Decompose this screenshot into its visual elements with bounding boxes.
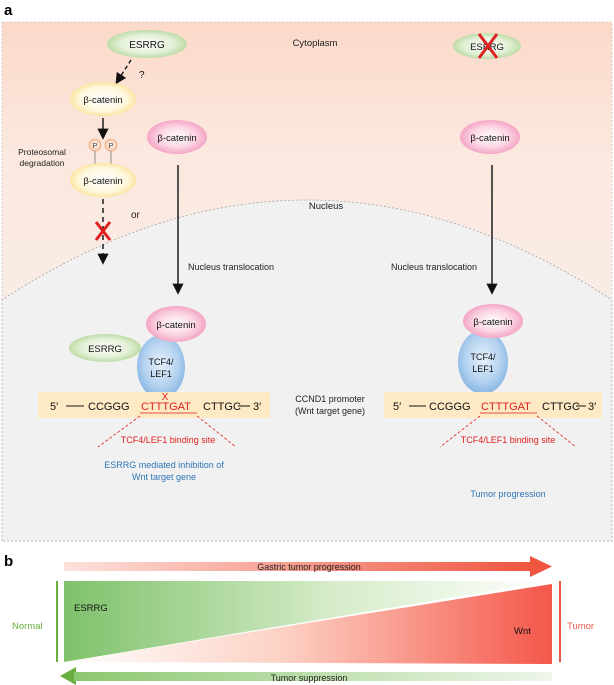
svg-text:TCF4/: TCF4/ <box>470 352 496 362</box>
bottom-arrow-label: Tumor suppression <box>271 673 348 683</box>
svg-text:TCF4/: TCF4/ <box>148 357 174 367</box>
block-x-icon <box>94 221 112 241</box>
sequence-right: 5′ CCGGG CTTTGAT CTTGC 3′ <box>393 401 596 414</box>
binding-site-guide-left-a <box>97 415 141 448</box>
svg-text:5′: 5′ <box>50 401 58 413</box>
esrrg-left-cyto: ESRRG <box>107 30 187 58</box>
svg-text:β-catenin: β-catenin <box>83 95 122 106</box>
outcome-left-2: Wnt target gene <box>132 472 196 482</box>
wnt-triangle <box>64 584 552 664</box>
svg-text:CTTGC: CTTGC <box>203 401 241 413</box>
binding-site-guide-left-b <box>196 415 237 448</box>
esrrg-to-beta-dashed-arrow <box>115 59 132 85</box>
binding-site-guide-right-b <box>536 415 577 448</box>
proteosomal-label-2: degradation <box>20 158 65 168</box>
outcome-left-1: ESRRG mediated inhibition of <box>104 460 224 470</box>
svg-text:LEF1: LEF1 <box>150 369 172 379</box>
translocation-label-left: Nucleus translocation <box>188 262 274 272</box>
beta-catenin-left-cyto: β-catenin <box>147 120 207 154</box>
tcf-lef1-left: TCF4/ LEF1 <box>137 335 185 399</box>
esrrg-left-label: ESRRG <box>129 40 165 51</box>
binding-blocked-x: X <box>162 392 169 403</box>
svg-text:5′: 5′ <box>393 401 401 413</box>
svg-text:CTTGC: CTTGC <box>542 401 580 413</box>
beta-catenin-degraded: β-catenin <box>70 163 136 197</box>
outcome-right: Tumor progression <box>470 489 545 499</box>
panel-b-label: b <box>4 553 13 570</box>
binding-site-label-right: TCF4/LEF1 binding site <box>461 435 556 445</box>
tumor-label: Tumor <box>567 621 594 632</box>
svg-text:β-catenin: β-catenin <box>470 133 509 144</box>
esrrg-triangle <box>64 581 552 662</box>
esrrg-left-nucleus: ESRRG <box>69 334 141 362</box>
or-label: or <box>131 210 141 221</box>
binding-site-label-left: TCF4/LEF1 binding site <box>121 435 216 445</box>
top-progression-arrow <box>64 556 552 577</box>
esrrg-right-cyto: ESRRG <box>453 33 521 59</box>
phospho-groups: P P <box>88 138 118 164</box>
translocation-label-right: Nucleus translocation <box>391 262 477 272</box>
svg-text:LEF1: LEF1 <box>472 364 494 374</box>
sequence-box-right <box>384 392 602 418</box>
panel-a-label: a <box>4 2 13 19</box>
phospho-p1: P <box>93 143 98 150</box>
promoter-label-1: CCND1 promoter <box>295 394 365 404</box>
beta-catenin-left-nucleus: β-catenin <box>146 306 206 342</box>
beta-catenin-right-nucleus: β-catenin <box>463 304 523 338</box>
svg-text:3′: 3′ <box>588 401 596 413</box>
nucleus-label: Nucleus <box>309 201 344 212</box>
bottom-suppression-arrow <box>60 667 552 685</box>
svg-text:3′: 3′ <box>253 401 261 413</box>
top-arrow-label: Gastric tumor progression <box>257 562 361 572</box>
svg-text:CCGGG: CCGGG <box>88 401 130 413</box>
sequence-left: 5′ CCGGG CTTTGAT CTTGC 3′ <box>50 401 261 414</box>
svg-text:β-catenin: β-catenin <box>83 176 122 187</box>
nucleus-region <box>1 199 613 542</box>
wnt-triangle-label: Wnt <box>514 626 531 637</box>
svg-text:β-catenin: β-catenin <box>157 133 196 144</box>
svg-text:β-catenin: β-catenin <box>156 320 195 331</box>
beta-catenin-top-left: β-catenin <box>70 82 136 116</box>
normal-label: Normal <box>12 621 43 632</box>
beta-catenin-right-cyto: β-catenin <box>460 120 520 154</box>
svg-text:CCGGG: CCGGG <box>429 401 471 413</box>
sequence-box-left <box>38 392 270 418</box>
question-mark: ? <box>139 70 145 81</box>
phospho-p2: P <box>109 143 114 150</box>
tcf-lef1-right: TCF4/ LEF1 <box>458 330 508 394</box>
proteosomal-label-1: Proteosomal <box>18 147 66 157</box>
cytoplasm-label: Cytoplasm <box>293 38 338 49</box>
esrrg-triangle-label: ESRRG <box>74 603 108 614</box>
binding-site-guide-right-a <box>439 415 481 448</box>
promoter-label-2: (Wnt target gene) <box>295 406 365 416</box>
svg-text:ESRRG: ESRRG <box>88 344 122 355</box>
svg-text:CTTTGAT: CTTTGAT <box>141 401 191 413</box>
svg-text:β-catenin: β-catenin <box>473 317 512 328</box>
svg-text:CTTTGAT: CTTTGAT <box>481 401 531 413</box>
